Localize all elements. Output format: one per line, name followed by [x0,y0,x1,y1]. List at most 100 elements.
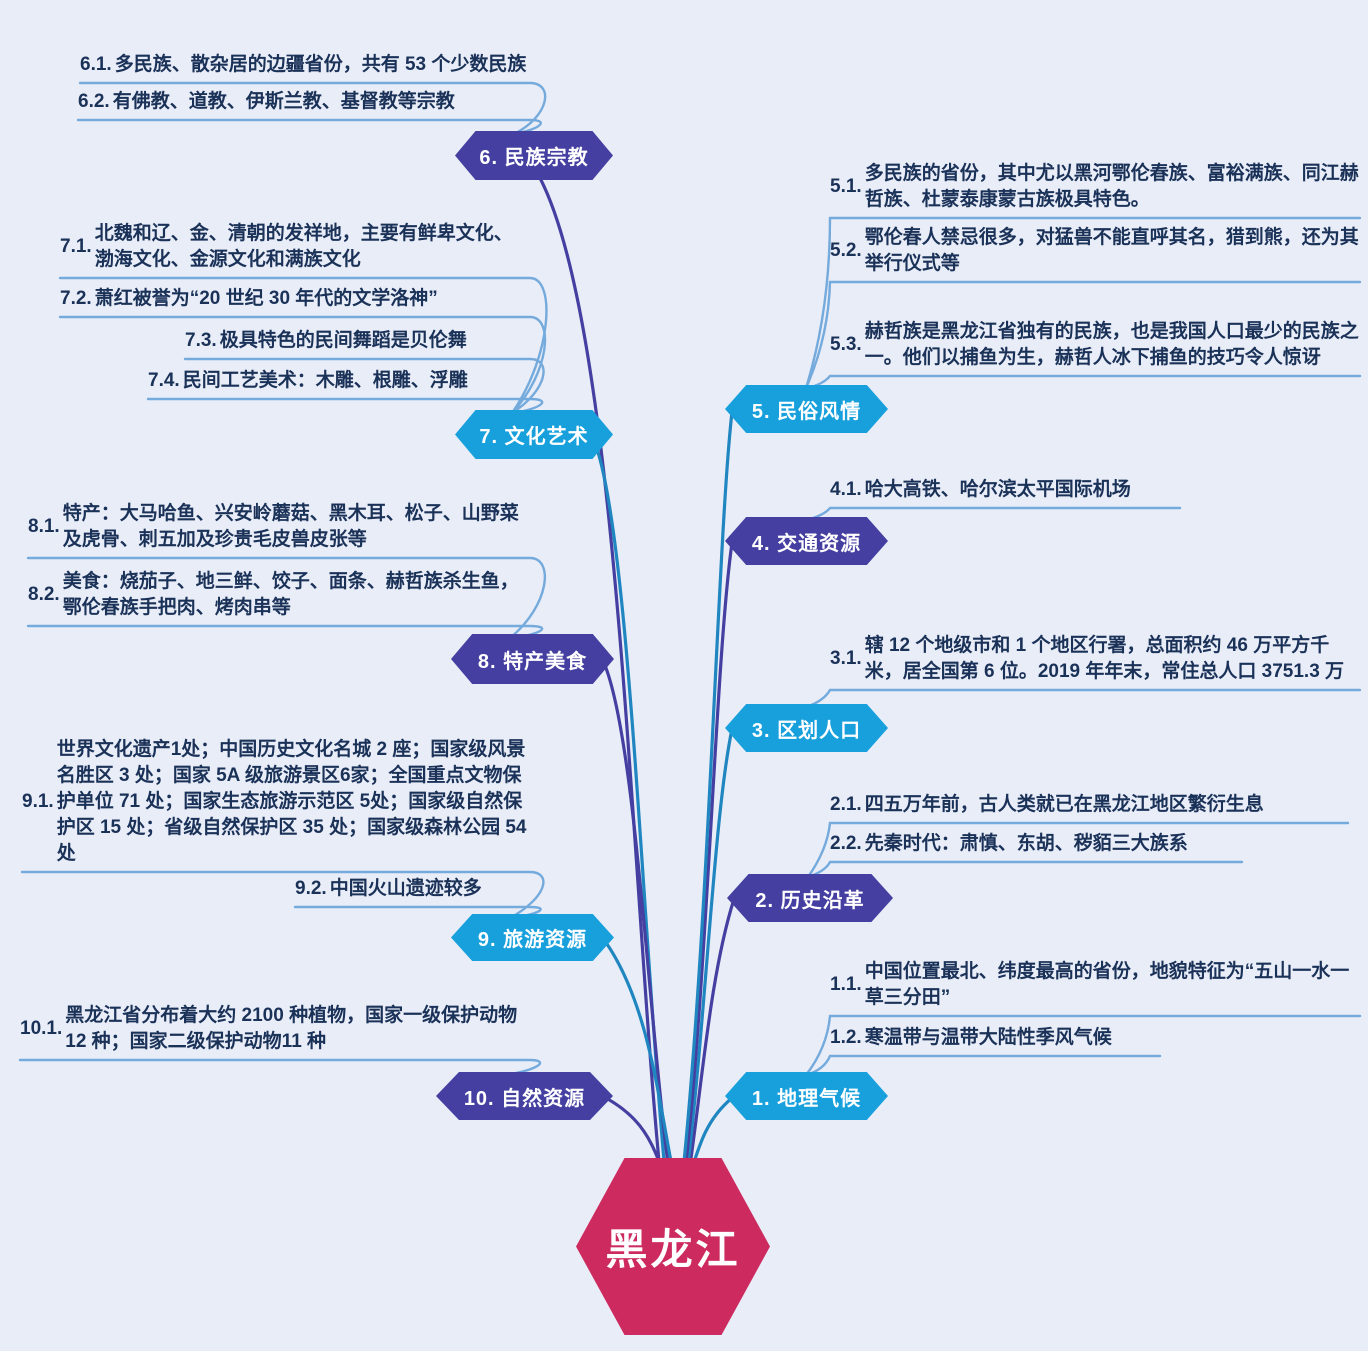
subtopic-number: 3.1. [830,648,862,669]
subtopic-text: 中国位置最北、纬度最高的省份，地貌特征为“五山一水一草三分田” [864,961,1350,1008]
central-topic-label: 黑龙江 [605,1226,741,1273]
sub-line-7-1 [58,276,548,415]
subtopic-text: 赫哲族是黑龙江省独有的民族，也是我国人口最少的民族之一。他们以捕鱼为生，赫哲人冰… [864,321,1359,368]
subtopic-number: 6.1. [80,54,112,75]
sub-line-2-1 [806,821,1350,879]
topic-label: 6. 民族宗教 [479,147,589,169]
subtopic-5-1[interactable]: 5.1. 多民族的省份，其中尤以黑河鄂伦春族、富裕满族、同江赫哲族、杜蒙泰康蒙古… [830,161,1365,213]
subtopic-number: 2.2. [830,833,862,854]
subtopic-text: 先秦时代：肃慎、东胡、秽貊三大族系 [864,833,1188,854]
subtopic-text: 特产：大马哈鱼、兴安岭蘑菇、黑木耳、松子、山野菜及虎骨、刺五加及珍贵毛皮兽皮张等 [62,503,519,550]
subtopic-text: 哈大高铁、哈尔滨太平国际机场 [864,479,1131,500]
branch-line-5 [681,410,734,1174]
topic-label: 8. 特产美食 [477,650,588,673]
sub-line-1-1 [804,1014,1362,1077]
branch-line-6 [538,176,662,1174]
sub-line-6-2 [76,118,542,136]
subtopic-10-1[interactable]: 10.1. 黑龙江省分布着大约 2100 种植物，国家一级保护动物12 种；国家… [20,1003,530,1055]
topic-node-9[interactable]: 9. 旅游资源 [451,914,614,961]
subtopic-number: 8.1. [28,516,60,537]
subtopic-text: 多民族、散杂居的边疆省份，共有 53 个少数民族 [114,54,527,75]
subtopic-text: 北魏和辽、金、清朝的发祥地，主要有鲜卑文化、渤海文化、金源文化和满族文化 [94,223,513,270]
subtopic-8-1[interactable]: 8.1. 特产：大马哈鱼、兴安岭蘑菇、黑木耳、松子、山野菜及虎骨、刺五加及珍贵毛… [28,501,530,553]
subtopic-number: 1.2. [830,1027,862,1048]
subtopic-text: 寒温带与温带大陆性季风气候 [864,1027,1112,1048]
subtopic-number: 7.3. [185,330,217,351]
topic-node-10[interactable]: 10. 自然资源 [436,1072,613,1120]
subtopic-number: 7.1. [60,236,92,257]
branch-line-2 [687,897,736,1174]
subtopic-text: 极具特色的民间舞蹈是贝伦舞 [219,330,467,351]
subtopic-text: 美食：烧茄子、地三鲜、饺子、面条、赫哲族杀生鱼，鄂伦春族手把肉、烤肉串等 [62,571,519,618]
subtopic-text: 辖 12 个地级市和 1 个地区行署，总面积约 46 万平方千米，居全国第 6 … [864,635,1345,682]
subtopic-number: 9.2. [295,878,327,899]
subtopic-number: 8.2. [28,584,60,605]
subtopic-6-2[interactable]: 6.2. 有佛教、道教、伊斯兰教、基督教等宗教 [78,89,530,115]
subtopic-1-1[interactable]: 1.1. 中国位置最北、纬度最高的省份，地貌特征为“五山一水一草三分田” [830,959,1365,1011]
topic-node-7[interactable]: 7. 文化艺术 [455,410,613,459]
subtopic-number: 9.1. [22,791,54,812]
subtopic-number: 7.2. [60,288,92,309]
subtopic-number: 6.2. [78,91,110,112]
subtopic-text: 萧红被誉为“20 世纪 30 年代的文学洛神” [94,288,438,309]
subtopic-text: 鄂伦春人禁忌很多，对猛兽不能直呼其名，猎到熊，还为其举行仪式等 [864,227,1359,274]
subtopic-text: 民间工艺美术：木雕、根雕、浮雕 [182,370,468,391]
sub-line-3-1 [804,688,1362,709]
subtopic-2-1[interactable]: 2.1. 四五万年前，古人类就已在黑龙江地区繁衍生息 [830,792,1350,818]
topic-label: 4. 交通资源 [751,532,862,555]
subtopic-8-2[interactable]: 8.2. 美食：烧茄子、地三鲜、饺子、面条、赫哲族杀生鱼，鄂伦春族手把肉、烤肉串… [28,569,530,621]
topic-node-1[interactable]: 1. 地理气候 [725,1072,888,1120]
sub-line-8-2 [26,624,544,640]
subtopic-number: 4.1. [830,479,862,500]
subtopic-6-1[interactable]: 6.1. 多民族、散杂居的边疆省份，共有 53 个少数民族 [80,52,530,78]
topic-node-3[interactable]: 3. 区划人口 [725,704,888,752]
subtopic-9-2[interactable]: 9.2. 中国火山遗迹较多 [295,876,530,902]
sub-line-2-2 [806,860,1244,879]
subtopic-text: 四五万年前，古人类就已在黑龙江地区繁衍生息 [864,794,1264,815]
sub-line-5-1 [804,216,1362,390]
sub-line-9-1 [20,870,545,920]
subtopic-5-3[interactable]: 5.3. 赫哲族是黑龙江省独有的民族，也是我国人口最少的民族之一。他们以捕鱼为生… [830,319,1365,371]
sub-line-5-2 [804,280,1362,390]
subtopic-text: 有佛教、道教、伊斯兰教、基督教等宗教 [112,91,455,112]
topic-node-2[interactable]: 2. 历史沿革 [727,874,893,922]
topic-label: 2. 历史沿革 [755,889,865,912]
topic-node-6[interactable]: 6. 民族宗教 [455,131,613,180]
subtopic-number: 5.2. [830,240,862,261]
subtopic-4-1[interactable]: 4.1. 哈大高铁、哈尔滨太平国际机场 [830,477,1180,503]
subtopic-number: 1.1. [830,974,862,995]
branch-line-4 [683,541,734,1174]
topic-label: 5. 民俗风情 [751,400,862,423]
subtopic-number: 7.4. [148,370,180,391]
subtopic-number: 5.3. [830,334,862,355]
subtopic-5-2[interactable]: 5.2. 鄂伦春人禁忌很多，对猛兽不能直呼其名，猎到熊，还为其举行仪式等 [830,225,1365,277]
subtopic-7-2[interactable]: 7.2. 萧红被誉为“20 世纪 30 年代的文学洛神” [60,286,530,312]
branch-line-9 [605,942,675,1174]
topic-node-4[interactable]: 4. 交通资源 [725,517,888,565]
sub-line-7-3 [183,357,545,415]
topic-node-8[interactable]: 8. 特产美食 [451,634,614,684]
subtopic-text: 中国火山遗迹较多 [329,878,482,899]
subtopic-text: 世界文化遗产1处；中国历史文化名城 2 座；国家级风景名胜区 3 处；国家 5A… [56,739,527,864]
subtopic-1-2[interactable]: 1.2. 寒温带与温带大陆性季风气候 [830,1025,1160,1051]
subtopic-3-1[interactable]: 3.1. 辖 12 个地级市和 1 个地区行署，总面积约 46 万平方千米，居全… [830,633,1365,685]
topic-label: 1. 地理气候 [751,1087,862,1110]
topic-label: 3. 区划人口 [751,719,862,742]
subtopic-text: 多民族的省份，其中尤以黑河鄂伦春族、富裕满族、同江赫哲族、杜蒙泰康蒙古族极具特色… [864,163,1359,210]
subtopic-text: 黑龙江省分布着大约 2100 种植物，国家一级保护动物12 种；国家二级保护动物… [65,1005,518,1052]
sub-line-5-3 [804,374,1362,390]
branch-line-3 [685,727,734,1174]
topic-node-5[interactable]: 5. 民俗风情 [725,385,888,433]
subtopic-number: 5.1. [830,176,862,197]
subtopic-7-4[interactable]: 7.4. 民间工艺美术：木雕、根雕、浮雕 [148,368,530,394]
subtopic-2-2[interactable]: 2.2. 先秦时代：肃慎、东胡、秽貊三大族系 [830,831,1242,857]
subtopic-7-3[interactable]: 7.3. 极具特色的民间舞蹈是贝伦舞 [185,328,530,354]
subtopic-7-1[interactable]: 7.1. 北魏和辽、金、清朝的发祥地，主要有鲜卑文化、渤海文化、金源文化和满族文… [60,221,530,273]
subtopic-9-1[interactable]: 9.1. 世界文化遗产1处；中国历史文化名城 2 座；国家级风景名胜区 3 处；… [22,737,530,867]
topic-label: 9. 旅游资源 [477,929,588,951]
topic-label: 7. 文化艺术 [479,426,589,448]
sub-line-6-1 [78,81,547,136]
subtopic-number: 10.1. [20,1018,63,1039]
